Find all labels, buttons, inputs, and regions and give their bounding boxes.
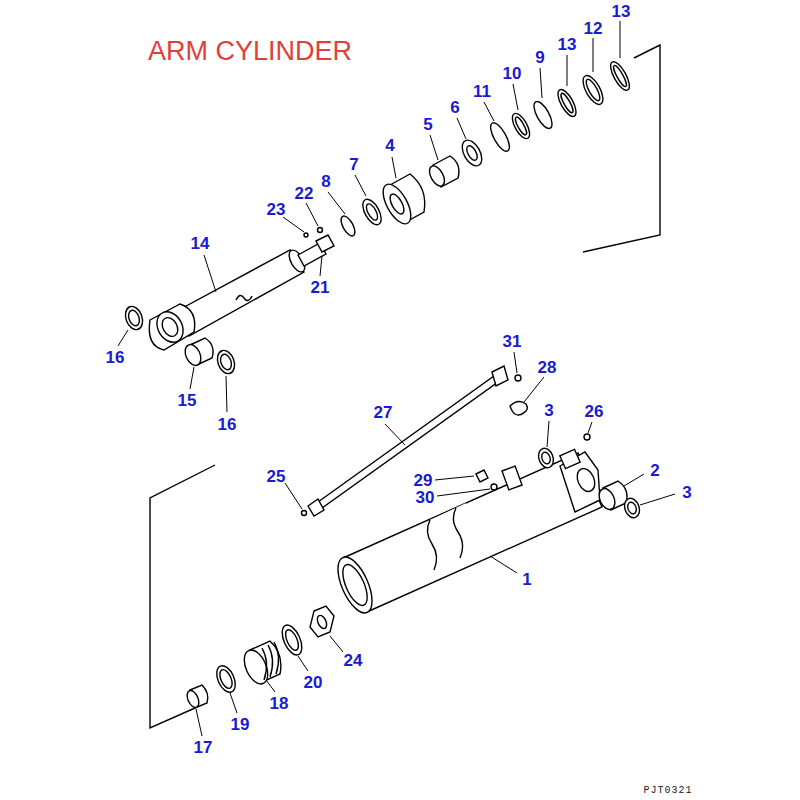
- callout-number: 3: [682, 484, 691, 501]
- small-parts: [304, 228, 334, 253]
- pipe: [302, 366, 522, 516]
- buffer-ring: [458, 137, 486, 169]
- cylinder-tube: [331, 449, 602, 617]
- callout-number: 28: [538, 359, 557, 376]
- piston-nut: [310, 606, 334, 637]
- callout-number: 30: [416, 489, 435, 506]
- callout-number: 31: [503, 333, 522, 350]
- callout-number: 14: [191, 235, 210, 252]
- callout-number: 15: [178, 392, 197, 409]
- callout-number: 22: [295, 185, 314, 202]
- callout-number: 6: [450, 99, 459, 116]
- callout-number: 1: [522, 571, 531, 588]
- plug: [584, 434, 590, 440]
- dust-seal: [214, 348, 237, 376]
- callout-number: 21: [311, 279, 330, 296]
- diagram-title: ARM CYLINDER: [148, 38, 352, 65]
- bushing: [426, 156, 459, 189]
- callout-number: 12: [584, 20, 603, 37]
- dust-seal: [122, 304, 145, 332]
- bushing: [596, 481, 627, 512]
- callout-number: 24: [344, 652, 363, 669]
- callout-number: 10: [503, 65, 522, 82]
- callout-number: 20: [304, 674, 323, 691]
- ring: [213, 663, 239, 695]
- callout-number: 17: [194, 739, 213, 756]
- seal-ring: [359, 196, 385, 227]
- callout-number: 26: [585, 403, 604, 420]
- callout-number: 7: [349, 156, 358, 173]
- callout-number: 4: [385, 137, 394, 154]
- callout-number: 3: [544, 402, 553, 419]
- callout-number: 2: [650, 462, 659, 479]
- dust-seal: [622, 496, 642, 520]
- dust-seal: [536, 446, 556, 470]
- drawing-code: PJT0321: [643, 786, 692, 796]
- seal-ring: [579, 73, 607, 108]
- ring: [278, 622, 306, 658]
- collar: [185, 685, 208, 709]
- callout-number: 13: [558, 36, 577, 53]
- snap-ring: [338, 214, 357, 238]
- callout-number: 16: [218, 416, 237, 433]
- bushing: [182, 338, 213, 368]
- callout-number: 25: [267, 468, 286, 485]
- piston-rod: [149, 243, 326, 350]
- callout-number: 29: [414, 472, 433, 489]
- frame-line: [583, 45, 660, 252]
- callout-number: 9: [535, 49, 544, 66]
- callout-number: 11: [473, 83, 491, 100]
- cylinder-head: [378, 174, 425, 228]
- callout-number: 23: [267, 201, 286, 218]
- backup-ring: [554, 87, 579, 119]
- callout-number: 19: [231, 716, 250, 733]
- callout-number: 27: [374, 404, 393, 421]
- backup-ring: [509, 111, 533, 141]
- o-ring: [530, 99, 555, 131]
- callout-number: 8: [321, 173, 330, 190]
- clamp: [476, 401, 527, 490]
- o-ring: [487, 120, 513, 154]
- leader-line: [118, 21, 675, 736]
- callout-number: 18: [270, 695, 289, 712]
- callout-number: 13: [612, 3, 631, 20]
- backup-ring: [607, 59, 633, 93]
- callout-number: 5: [423, 116, 432, 133]
- frame-line: [150, 465, 215, 728]
- callout-number: 16: [106, 349, 125, 366]
- piston: [240, 641, 281, 688]
